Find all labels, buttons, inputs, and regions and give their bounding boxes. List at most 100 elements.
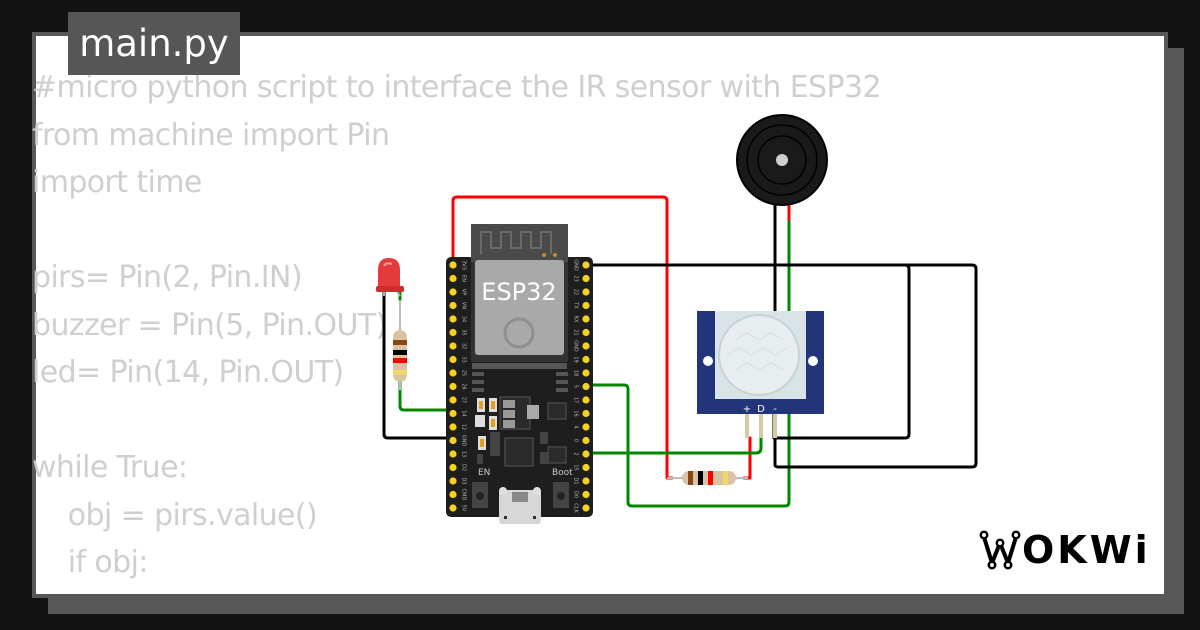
pir-motion-sensor[interactable]: + D - (697, 311, 824, 438)
pin-label: 27 (461, 397, 467, 403)
boot-button[interactable] (553, 482, 569, 508)
pir-pin-label: + (743, 404, 751, 415)
code-line: pirs= Pin(2, Pin.IN) (32, 260, 303, 295)
pin-label: 4 (573, 425, 579, 428)
wokwi-logo-icon: OKWi (979, 528, 1148, 572)
header-pin-27[interactable] (449, 396, 457, 404)
header-pin-gnd[interactable] (582, 342, 590, 350)
code-editor-preview: #micro python script to interface the IR… (32, 64, 882, 587)
header-pin-12[interactable] (449, 423, 457, 431)
pin-label: VN (461, 302, 467, 309)
led-red[interactable] (376, 258, 404, 297)
pin-label: D0 (573, 491, 579, 498)
pir-pin-label: - (773, 404, 777, 415)
code-line: #micro python script to interface the IR… (32, 70, 882, 105)
boot-label: Boot (552, 468, 573, 478)
file-tab-main-py[interactable]: main.py (68, 12, 240, 75)
header-pin-18[interactable] (582, 369, 590, 377)
header-pin-22[interactable] (582, 288, 590, 296)
buzzer[interactable] (736, 114, 828, 206)
pin-label: EN (461, 275, 467, 282)
header-pin-vp[interactable] (449, 288, 457, 296)
esp32-board[interactable]: ESP32 EN B (446, 224, 593, 524)
pin-label: D3 (461, 477, 467, 484)
pin-label: 18 (573, 370, 579, 376)
pin-label: 16 (573, 410, 579, 416)
header-pin-32[interactable] (449, 342, 457, 350)
pin-label: 25 (461, 370, 467, 376)
header-pin-rx[interactable] (582, 315, 590, 323)
pin-label: 0 (573, 439, 579, 442)
header-pin-tx[interactable] (582, 301, 590, 310)
header-pin-en[interactable] (449, 274, 457, 283)
pin-label: 14 (461, 410, 467, 416)
header-pin-16[interactable] (582, 409, 590, 418)
header-pin-d2[interactable] (449, 463, 457, 472)
pin-label: CLK (573, 503, 579, 513)
en-button[interactable] (472, 482, 488, 508)
header-pin-vn[interactable] (449, 301, 457, 310)
pin-label: 3V3 (461, 260, 467, 270)
header-pin-d1[interactable] (582, 477, 590, 485)
wire-black-pir-gnd (772, 263, 911, 440)
pin-label: 32 (461, 343, 467, 349)
code-line: while True: (32, 450, 188, 485)
wire-black-buzzer (586, 203, 978, 469)
pin-label: 33 (461, 356, 467, 362)
esp32-chip-shield (475, 260, 564, 355)
wire-green-buzzer (586, 220, 791, 508)
pin-label: D2 (461, 464, 467, 471)
header-pin-15[interactable] (582, 463, 590, 472)
header-pin-cmd[interactable] (449, 490, 457, 499)
pin-label: 21 (573, 329, 579, 335)
header-pin-35[interactable] (449, 328, 457, 337)
header-pin-13[interactable] (449, 450, 457, 458)
header-pin-gnd[interactable] (582, 261, 590, 269)
header-pin-4[interactable] (582, 423, 590, 431)
wokwi-logo: OKWi (978, 525, 1150, 583)
header-pin-d3[interactable] (449, 477, 457, 485)
header-pin-17[interactable] (582, 396, 590, 404)
header-pin-d0[interactable] (582, 490, 590, 499)
header-pin-34[interactable] (449, 315, 457, 323)
pin-label: 26 (461, 383, 467, 389)
header-pin-26[interactable] (449, 382, 457, 391)
header-pin-5[interactable] (582, 382, 590, 391)
header-pin-21[interactable] (582, 328, 590, 337)
header-pin-clk[interactable] (582, 504, 590, 512)
pin-label: 5 (573, 385, 579, 388)
wire-red-3v3 (451, 195, 674, 480)
usb-port (499, 487, 541, 524)
pin-label: 34 (461, 316, 467, 322)
resistor-pir (667, 471, 748, 485)
pin-label: 19 (573, 356, 579, 362)
header-pin-19[interactable] (582, 355, 590, 364)
header-pin-3v3[interactable] (449, 261, 457, 269)
header-pin-14[interactable] (449, 409, 457, 418)
header-pin-gnd[interactable] (449, 436, 457, 445)
pin-label: 35 (461, 329, 467, 335)
header-pin-5v[interactable] (449, 504, 457, 512)
pin-label: D1 (573, 477, 579, 484)
header-pin-23[interactable] (582, 274, 590, 283)
header-pin-0[interactable] (582, 436, 590, 445)
header-pin-2[interactable] (582, 450, 590, 458)
pin-label: 5V (461, 505, 467, 512)
pin-label: GND (573, 259, 579, 271)
pin-label: 13 (461, 451, 467, 457)
code-line: led= Pin(14, Pin.OUT) (32, 355, 344, 390)
header-pin-25[interactable] (449, 369, 457, 377)
pin-label: 12 (461, 424, 467, 430)
resistor-led (393, 300, 407, 390)
wire-red-pir-vcc (742, 436, 752, 480)
pin-label: 23 (573, 275, 579, 281)
pin-label: 15 (573, 464, 579, 470)
code-line: buzzer = Pin(5, Pin.OUT) (32, 307, 387, 343)
code-line: obj = pirs.value() (32, 497, 318, 533)
code-line: if obj: (32, 545, 149, 580)
header-pin-33[interactable] (449, 355, 457, 364)
wire-green-led (398, 286, 455, 412)
wire-green-pir-data (586, 436, 763, 455)
espressif-logo-icon (503, 317, 535, 349)
